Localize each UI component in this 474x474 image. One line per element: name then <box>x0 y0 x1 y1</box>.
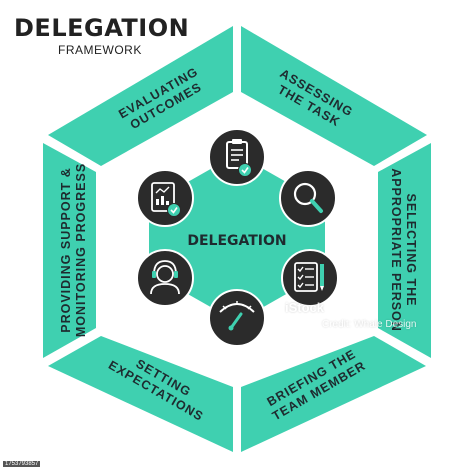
stock-id: 1753793857 <box>3 461 41 467</box>
support-headset-icon <box>136 249 194 307</box>
checklist-pencil-icon <box>281 249 339 307</box>
gauge-icon <box>208 289 266 347</box>
segment-evaluating-outcomes <box>48 26 233 166</box>
segment-providing-support <box>43 143 96 358</box>
svg-text:SELECTING THE: SELECTING THE <box>404 193 418 306</box>
segment-briefing-the-team-member <box>241 336 426 452</box>
segment-label-providing: PROVIDING SUPPORT & MONITORING PROGRESS <box>59 163 88 337</box>
page-title: DELEGATION <box>14 14 190 42</box>
center-label: DELEGATION <box>187 233 286 249</box>
svg-text:MONITORING PROGRESS: MONITORING PROGRESS <box>74 163 88 337</box>
segment-selecting-the-appropriate-person <box>378 143 431 358</box>
hexagon-ring <box>43 26 431 452</box>
svg-text:PROVIDING SUPPORT &: PROVIDING SUPPORT & <box>59 167 73 333</box>
page-subtitle: FRAMEWORK <box>58 43 142 57</box>
report-chart-icon <box>136 169 194 227</box>
segment-setting-expectations <box>48 336 233 452</box>
watermark-brand: iStock <box>285 300 325 315</box>
watermark-credit: Credit: Whale Design <box>322 319 417 330</box>
magnifier-icon <box>279 169 337 227</box>
segment-assessing-the-task <box>241 26 427 166</box>
svg-text:APPROPRIATE PERSON: APPROPRIATE PERSON <box>389 168 403 332</box>
clipboard-check-icon <box>208 128 266 186</box>
segment-label-selecting: SELECTING THE APPROPRIATE PERSON <box>389 168 418 332</box>
